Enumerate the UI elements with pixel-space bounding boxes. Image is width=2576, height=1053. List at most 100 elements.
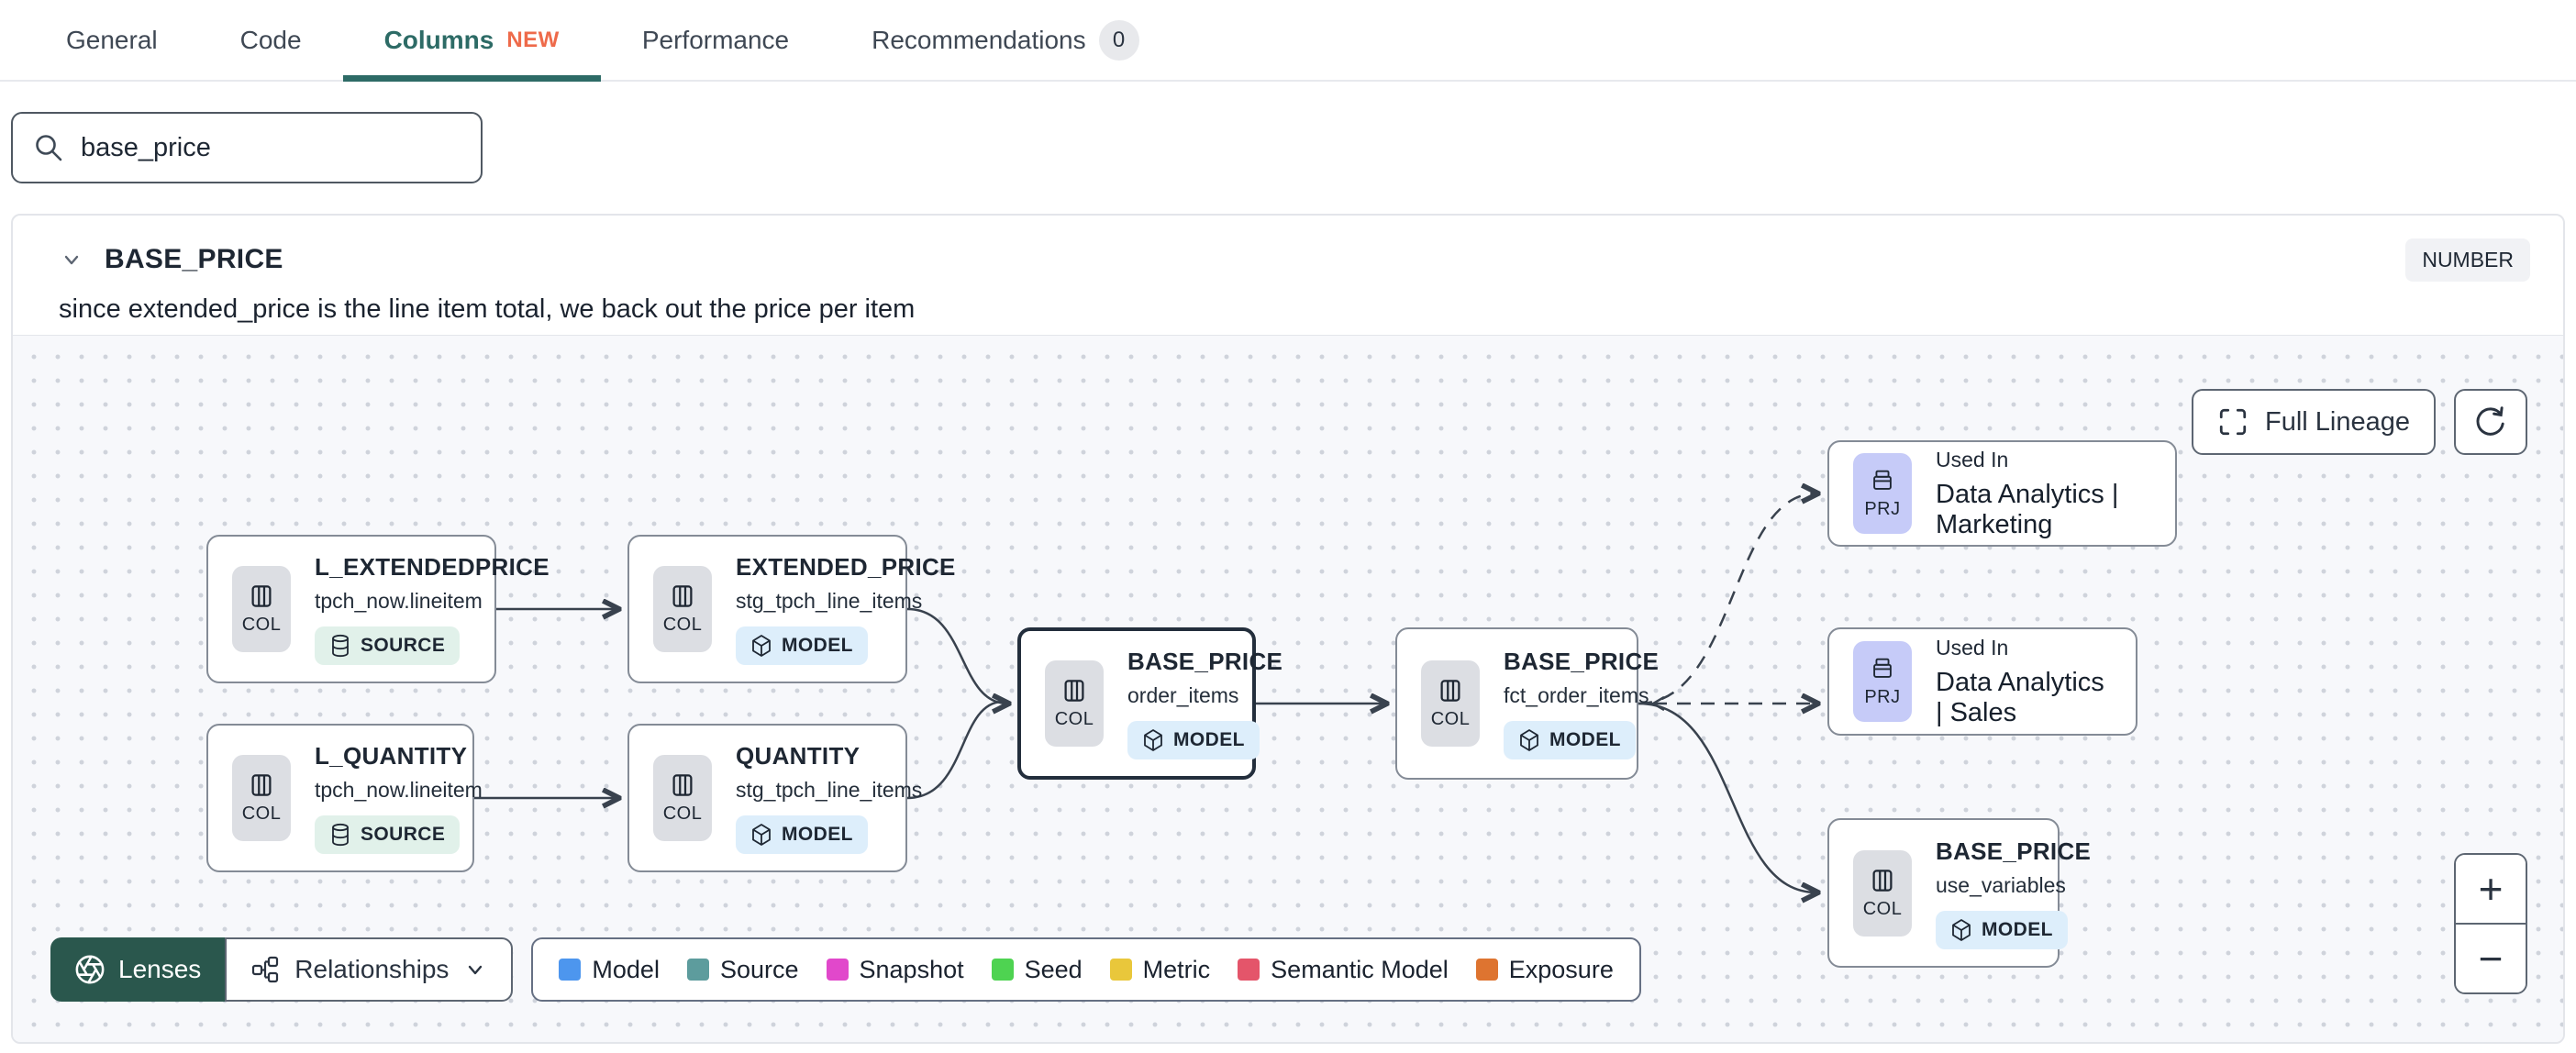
archive-box-icon	[1873, 470, 1892, 490]
column-type-badge: NUMBER	[2405, 238, 2530, 282]
new-badge: NEW	[506, 27, 560, 52]
node-subtitle: stg_tpch_line_items	[736, 778, 923, 802]
legend-swatch	[1109, 959, 1132, 981]
lineage-node-l-quantity[interactable]: COL L_QUANTITY tpch_now.lineitem SOURCE	[206, 724, 483, 872]
resource-type-badge: MODEL	[1936, 910, 2068, 949]
column-kind-badge: COL	[653, 566, 712, 652]
lineage-node-base-price-order-items[interactable]: COL BASE_PRICE order_items MODEL	[1017, 627, 1282, 780]
tab-code[interactable]: Code	[239, 25, 302, 54]
column-kind-badge: COL	[232, 566, 291, 652]
column-name: BASE_PRICE	[105, 244, 283, 274]
legend-item-metric: Metric	[1109, 956, 1210, 984]
tab-columns[interactable]: Columns NEW	[342, 0, 601, 82]
legend-item-exposure: Exposure	[1475, 956, 1614, 984]
lineage-node-used-in-sales[interactable]: PRJ Used In Data Analytics | Sales	[1827, 627, 2137, 736]
columns-icon	[1064, 680, 1084, 702]
active-tab-underline	[342, 75, 601, 82]
lineage-node-extended-price[interactable]: COL EXTENDED_PRICE stg_tpch_line_items M…	[627, 535, 955, 683]
tab-bar: General Code Columns NEW Performance Rec…	[0, 0, 2576, 82]
search-input[interactable]	[81, 132, 461, 163]
column-kind-badge: COL	[1421, 660, 1480, 747]
legend-swatch	[1475, 959, 1498, 981]
lineage-canvas[interactable]: COL L_EXTENDEDPRICE tpch_now.lineitem SO…	[13, 335, 2563, 1042]
recommendations-count-badge: 0	[1098, 19, 1139, 61]
columns-icon	[1872, 869, 1893, 892]
node-subtitle: tpch_now.lineitem	[315, 589, 483, 613]
node-title: BASE_PRICE	[1936, 837, 2092, 865]
resource-type-badge: MODEL	[736, 815, 868, 854]
database-icon	[332, 634, 349, 658]
archive-box-icon	[1873, 658, 1892, 678]
cube-icon	[1952, 918, 1971, 941]
node-subtitle: tpch_now.lineitem	[315, 778, 483, 802]
lineage-toolbar: Lenses Relationships Model Source Snapsh…	[50, 937, 1641, 1002]
legend-swatch	[559, 959, 582, 981]
cube-icon	[1144, 729, 1162, 751]
legend-item-semantic-model: Semantic Model	[1238, 956, 1449, 984]
legend-item-snapshot: Snapshot	[826, 956, 964, 984]
node-title: BASE_PRICE	[1127, 648, 1283, 675]
legend-swatch	[1238, 959, 1260, 981]
cube-icon	[1520, 729, 1538, 751]
chevron-down-icon[interactable]	[59, 247, 84, 272]
legend-swatch	[686, 959, 709, 981]
project-kind-badge: PRJ	[1853, 453, 1912, 534]
lineage-node-quantity[interactable]: COL QUANTITY stg_tpch_line_items MODEL	[627, 724, 922, 872]
lineage-node-l-extendedprice[interactable]: COL L_EXTENDEDPRICE tpch_now.lineitem SO…	[206, 535, 550, 683]
resource-type-badge: SOURCE	[315, 815, 461, 854]
used-in-label: Used In	[1936, 447, 2009, 471]
column-kind-badge: COL	[1045, 660, 1104, 747]
zoom-out-button[interactable]: −	[2456, 923, 2526, 992]
chevron-down-icon	[469, 965, 483, 975]
node-title: Data Analytics | Marketing	[1936, 479, 2119, 539]
columns-icon	[672, 585, 693, 607]
search-icon	[33, 132, 64, 163]
node-title: QUANTITY	[736, 742, 861, 770]
legend-swatch	[991, 959, 1014, 981]
lineage-legend: Model Source Snapshot Seed Metric Semant…	[531, 937, 1641, 1002]
legend-item-source: Source	[686, 956, 799, 984]
node-subtitle: order_items	[1127, 683, 1239, 707]
tab-general[interactable]: General	[66, 25, 158, 54]
lineage-node-base-price-fct-order-items[interactable]: COL BASE_PRICE fct_order_items MODEL	[1395, 627, 1659, 780]
column-description: since extended_price is the line item to…	[59, 294, 916, 324]
resource-type-badge: MODEL	[1504, 721, 1636, 759]
relationships-icon	[252, 956, 279, 983]
zoom-control: + −	[2454, 853, 2527, 994]
column-kind-badge: COL	[232, 755, 291, 841]
columns-icon	[672, 774, 693, 796]
used-in-label: Used In	[1936, 635, 2009, 660]
node-title: EXTENDED_PRICE	[736, 553, 956, 581]
tab-recommendations[interactable]: Recommendations 0	[830, 0, 1180, 80]
lineage-node-base-price-use-variables[interactable]: COL BASE_PRICE use_variables MODEL	[1827, 818, 2091, 968]
resource-type-badge: SOURCE	[315, 626, 461, 665]
lenses-button[interactable]: Lenses	[50, 937, 226, 1002]
refresh-button[interactable]	[2454, 389, 2527, 455]
node-title: L_QUANTITY	[315, 742, 468, 770]
columns-icon	[251, 585, 272, 607]
aperture-icon	[75, 955, 105, 984]
columns-icon	[251, 774, 272, 796]
node-subtitle: use_variables	[1936, 872, 2066, 897]
expand-icon	[2219, 408, 2247, 436]
legend-swatch	[826, 959, 849, 981]
resource-type-badge: MODEL	[1127, 721, 1260, 759]
column-kind-badge: COL	[1853, 849, 1912, 937]
cube-icon	[752, 824, 771, 846]
node-title: L_EXTENDEDPRICE	[315, 553, 550, 581]
zoom-in-button[interactable]: +	[2456, 855, 2526, 923]
tab-performance[interactable]: Performance	[641, 25, 790, 54]
column-details-card: BASE_PRICE NUMBER since extended_price i…	[11, 214, 2565, 1044]
column-kind-badge: COL	[653, 755, 712, 841]
project-kind-badge: PRJ	[1853, 641, 1912, 722]
node-subtitle: stg_tpch_line_items	[736, 589, 923, 613]
database-icon	[332, 823, 349, 847]
legend-item-seed: Seed	[991, 956, 1083, 984]
search-box[interactable]	[11, 112, 483, 183]
node-title: Data Analytics | Sales	[1936, 667, 2104, 727]
lineage-node-used-in-marketing[interactable]: PRJ Used In Data Analytics | Marketing	[1827, 440, 2177, 547]
resource-type-badge: MODEL	[736, 626, 868, 665]
full-lineage-button[interactable]: Full Lineage	[2192, 389, 2436, 455]
cube-icon	[752, 635, 771, 657]
relationships-dropdown[interactable]: Relationships	[225, 937, 514, 1002]
